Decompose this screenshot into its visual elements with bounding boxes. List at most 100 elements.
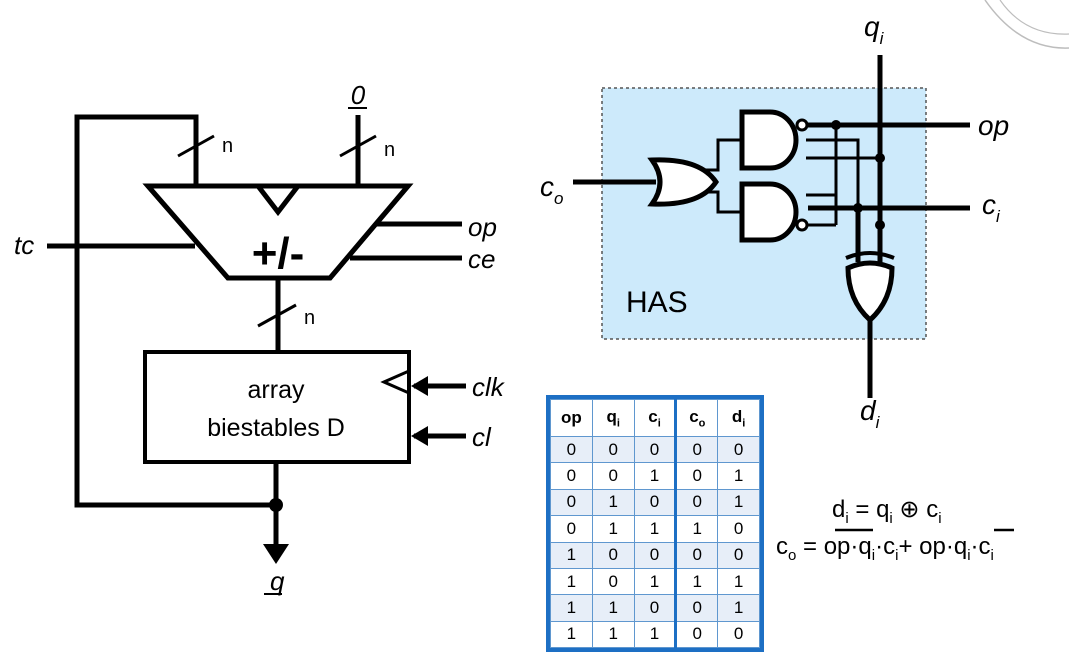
table-cell: 1 [550,594,593,622]
op-label: op [468,212,497,242]
table-cell: 0 [591,567,635,596]
table-cell: 0 [674,620,719,649]
clk-arrowhead [411,376,428,396]
table-cell: 1 [717,488,760,517]
xor-gate-arc [845,251,895,260]
register-label-line2: biestables D [207,414,345,442]
table-cell: 0 [633,541,677,569]
bus-width-feedback: n [222,135,233,157]
internal-wire-3 [806,138,860,208]
clk-label: clk [472,372,506,402]
table-cell: 1 [591,620,635,649]
table-cell: 0 [591,435,635,464]
or-gate [647,157,720,207]
table-cell: 0 [591,541,635,569]
table-cell: 1 [717,567,760,596]
adder-subtractor-circuit: +/- 0 n n tc op ce n array biestables D … [14,80,506,596]
tc-label: tc [14,230,34,260]
table-cell: 1 [633,462,677,490]
junction-dot-c [853,203,863,213]
co-label: co [540,171,563,208]
table-cell: 1 [633,620,677,649]
university-seal-fragment [984,0,1069,49]
table-cell: 1 [717,594,760,622]
bus-width-output: n [304,307,315,329]
table-cell: 0 [717,620,760,649]
boolean-equations: di = qi ⊕ ci co = op·qi·ci+ op·qi·ci [776,496,1014,564]
table-cell: 1 [591,488,635,517]
junction-dot-op [831,120,841,130]
nand-gate-bottom [739,181,799,243]
register-label-line1: array [248,376,305,404]
equation-di: di = qi ⊕ ci [832,496,942,527]
table-cell: 1 [633,515,677,543]
bus-slash-feedback [177,134,215,158]
table-cell: 0 [550,435,593,464]
xor-gate [845,260,895,324]
table-cell: 0 [674,488,719,517]
table-cell: 1 [550,567,593,596]
ci-label: ci [982,189,1001,226]
bus-slash-output [257,303,297,328]
feedback-wire [74,114,276,508]
truth-table-header-cell: di [717,399,760,437]
truth-table-header-cell: co [674,399,719,437]
truth-table-header-cell: ci [633,399,677,437]
bus-slash-zero [339,134,377,158]
nand-bubble-top [795,118,809,132]
table-cell: 1 [591,515,635,543]
nand-gate-top [739,109,799,171]
table-cell: 1 [550,620,593,649]
table-cell: 0 [717,435,760,464]
table-cell: 0 [591,462,635,490]
bus-width-zero: n [384,139,395,161]
table-cell: 0 [674,541,719,569]
cl-label: cl [472,422,492,452]
table-cell: 1 [550,541,593,569]
equation-co: co = op·qi·ci+ op·qi·ci [776,533,994,564]
adder-subtractor-notch [142,183,414,281]
truth-table-header-cell: op [550,399,593,437]
table-cell: 0 [674,435,719,464]
table-cell: 0 [550,462,593,490]
table-cell: 0 [674,594,719,622]
table-cell: 0 [717,541,760,569]
output-arrowhead [263,544,289,564]
truth-table-header-cell: qi [591,399,635,437]
junction-dot-q1 [875,153,885,163]
table-cell: 0 [550,488,593,517]
table-cell: 0 [633,435,677,464]
table-cell: 1 [633,567,677,596]
table-cell: 1 [591,594,635,622]
nand-top-to-or [700,138,742,172]
register-block [143,350,411,464]
half-adder-subtractor: HAS qi op ci [540,11,1009,432]
output-label: q [270,566,285,596]
junction-dot [269,498,283,512]
table-cell: 0 [633,488,677,517]
table-cell: 0 [633,594,677,622]
ce-label: ce [468,244,495,274]
cl-arrowhead [411,426,428,446]
di-label: di [860,395,881,432]
table-cell: 0 [717,515,760,543]
has-label: HAS [626,286,688,319]
table-cell: 1 [717,462,760,490]
table-cell: 0 [550,515,593,543]
table-cell: 1 [674,515,719,543]
table-cell: 1 [674,567,719,596]
clock-triangle [380,369,410,395]
has-op-label: op [978,110,1009,141]
